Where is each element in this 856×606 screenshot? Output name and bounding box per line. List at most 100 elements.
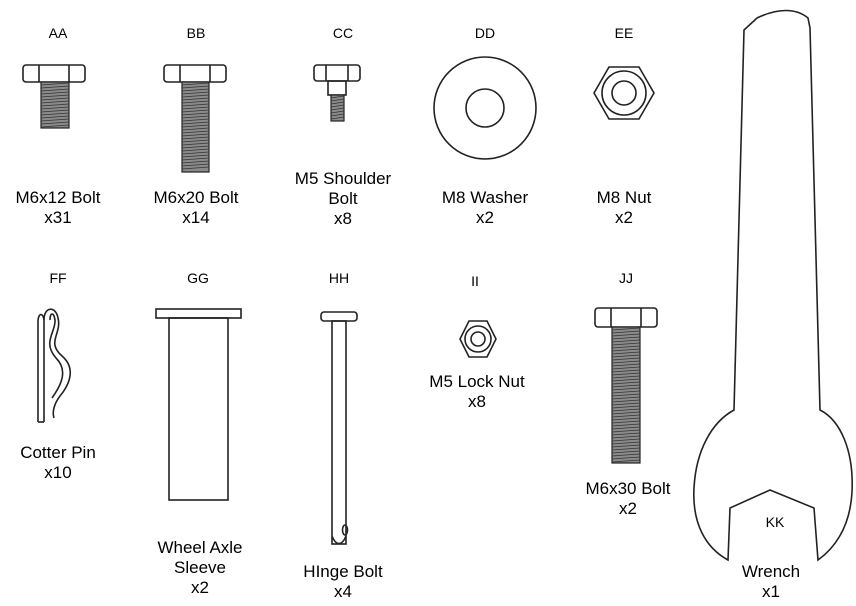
thread-line	[611, 342, 641, 346]
thread-line	[611, 408, 641, 412]
part-name-gg-line1: Wheel Axle	[157, 538, 242, 557]
thread-line	[611, 411, 641, 415]
nut-icon	[593, 66, 655, 120]
thread-line	[181, 85, 210, 89]
thread-line	[611, 405, 641, 409]
thread-line	[181, 157, 210, 161]
thread-line	[611, 348, 641, 352]
thread-line	[330, 107, 345, 111]
lock-nut-icon	[459, 320, 497, 358]
thread-line	[40, 124, 70, 128]
part-kk: KK Wrench x1	[693, 9, 853, 601]
part-code-aa: AA	[49, 25, 68, 41]
thread-line	[611, 336, 641, 340]
thread-line	[611, 384, 641, 388]
thread-line	[611, 369, 641, 373]
thread-line	[181, 142, 210, 146]
part-code-ff: FF	[49, 270, 66, 286]
part-qty-bb: x14	[182, 208, 209, 227]
part-name-dd: M8 Washer	[442, 188, 529, 207]
washer-icon	[433, 56, 537, 160]
part-code-hh: HH	[329, 270, 349, 286]
part-code-ee: EE	[615, 25, 634, 41]
part-qty-kk: x1	[762, 582, 780, 601]
thread-line	[611, 453, 641, 457]
thread-line	[611, 399, 641, 403]
thread-line	[330, 113, 345, 117]
part-code-kk: KK	[766, 514, 785, 530]
thread-line	[181, 103, 210, 107]
thread-line	[611, 447, 641, 451]
thread-line	[40, 88, 70, 92]
thread-line	[40, 115, 70, 119]
wrench-icon	[693, 9, 853, 562]
part-code-gg: GG	[187, 270, 209, 286]
thread-line	[181, 136, 210, 140]
thread-line	[40, 103, 70, 107]
thread-line	[611, 459, 641, 463]
thread-line	[181, 133, 210, 137]
hinge-bolt-icon	[320, 311, 358, 545]
thread-line	[611, 345, 641, 349]
thread-line	[40, 106, 70, 110]
part-gg: GG Wheel Axle Sleeve x2	[155, 270, 243, 597]
part-ff: FF Cotter Pin x10	[20, 270, 96, 482]
thread-line	[181, 166, 210, 170]
bolt-icon	[594, 307, 658, 464]
thread-line	[181, 145, 210, 149]
thread-line	[330, 98, 345, 102]
thread-line	[181, 163, 210, 167]
thread-line	[330, 104, 345, 108]
thread-line	[181, 130, 210, 134]
thread-line	[611, 351, 641, 355]
thread-line	[181, 118, 210, 122]
thread-line	[40, 97, 70, 101]
part-bb: BB M6x20 Bolt x14	[153, 25, 238, 227]
thread-line	[181, 151, 210, 155]
part-aa: AA M6x12 Bolt x31	[15, 25, 100, 227]
part-hh: HH HInge Bolt x4	[303, 270, 383, 601]
thread-line	[611, 333, 641, 337]
part-jj: JJ M6x30 Bolt x2	[585, 270, 670, 518]
part-qty-jj: x2	[619, 499, 637, 518]
part-name-aa: M6x12 Bolt	[15, 188, 100, 207]
part-name-ee: M8 Nut	[597, 188, 652, 207]
thread-line	[181, 127, 210, 131]
part-qty-gg: x2	[191, 578, 209, 597]
part-qty-aa: x31	[44, 208, 71, 227]
thread-line	[181, 82, 210, 86]
thread-line	[181, 100, 210, 104]
thread-line	[181, 97, 210, 101]
thread-line	[611, 375, 641, 379]
thread-line	[40, 118, 70, 122]
thread-line	[40, 82, 70, 86]
part-qty-ee: x2	[615, 208, 633, 227]
thread-line	[40, 121, 70, 125]
thread-line	[611, 378, 641, 382]
thread-line	[181, 160, 210, 164]
thread-line	[181, 91, 210, 95]
thread-line	[611, 435, 641, 439]
part-code-dd: DD	[475, 25, 495, 41]
thread-line	[611, 339, 641, 343]
thread-line	[181, 115, 210, 119]
thread-line	[611, 354, 641, 358]
part-ee: EE M8 Nut x2	[593, 25, 655, 227]
thread-line	[611, 393, 641, 397]
thread-line	[611, 390, 641, 394]
part-name-ff: Cotter Pin	[20, 443, 96, 462]
thread-line	[611, 426, 641, 430]
thread-line	[611, 438, 641, 442]
part-code-bb: BB	[187, 25, 206, 41]
thread-line	[611, 456, 641, 460]
thread-line	[40, 91, 70, 95]
thread-line	[611, 330, 641, 334]
part-code-ii: II	[471, 273, 479, 289]
thread-line	[611, 366, 641, 370]
thread-line	[611, 396, 641, 400]
thread-line	[611, 450, 641, 454]
part-name-jj: M6x30 Bolt	[585, 479, 670, 498]
part-name-ii: M5 Lock Nut	[429, 372, 525, 391]
part-name-cc-line1: M5 Shoulder	[295, 169, 392, 188]
